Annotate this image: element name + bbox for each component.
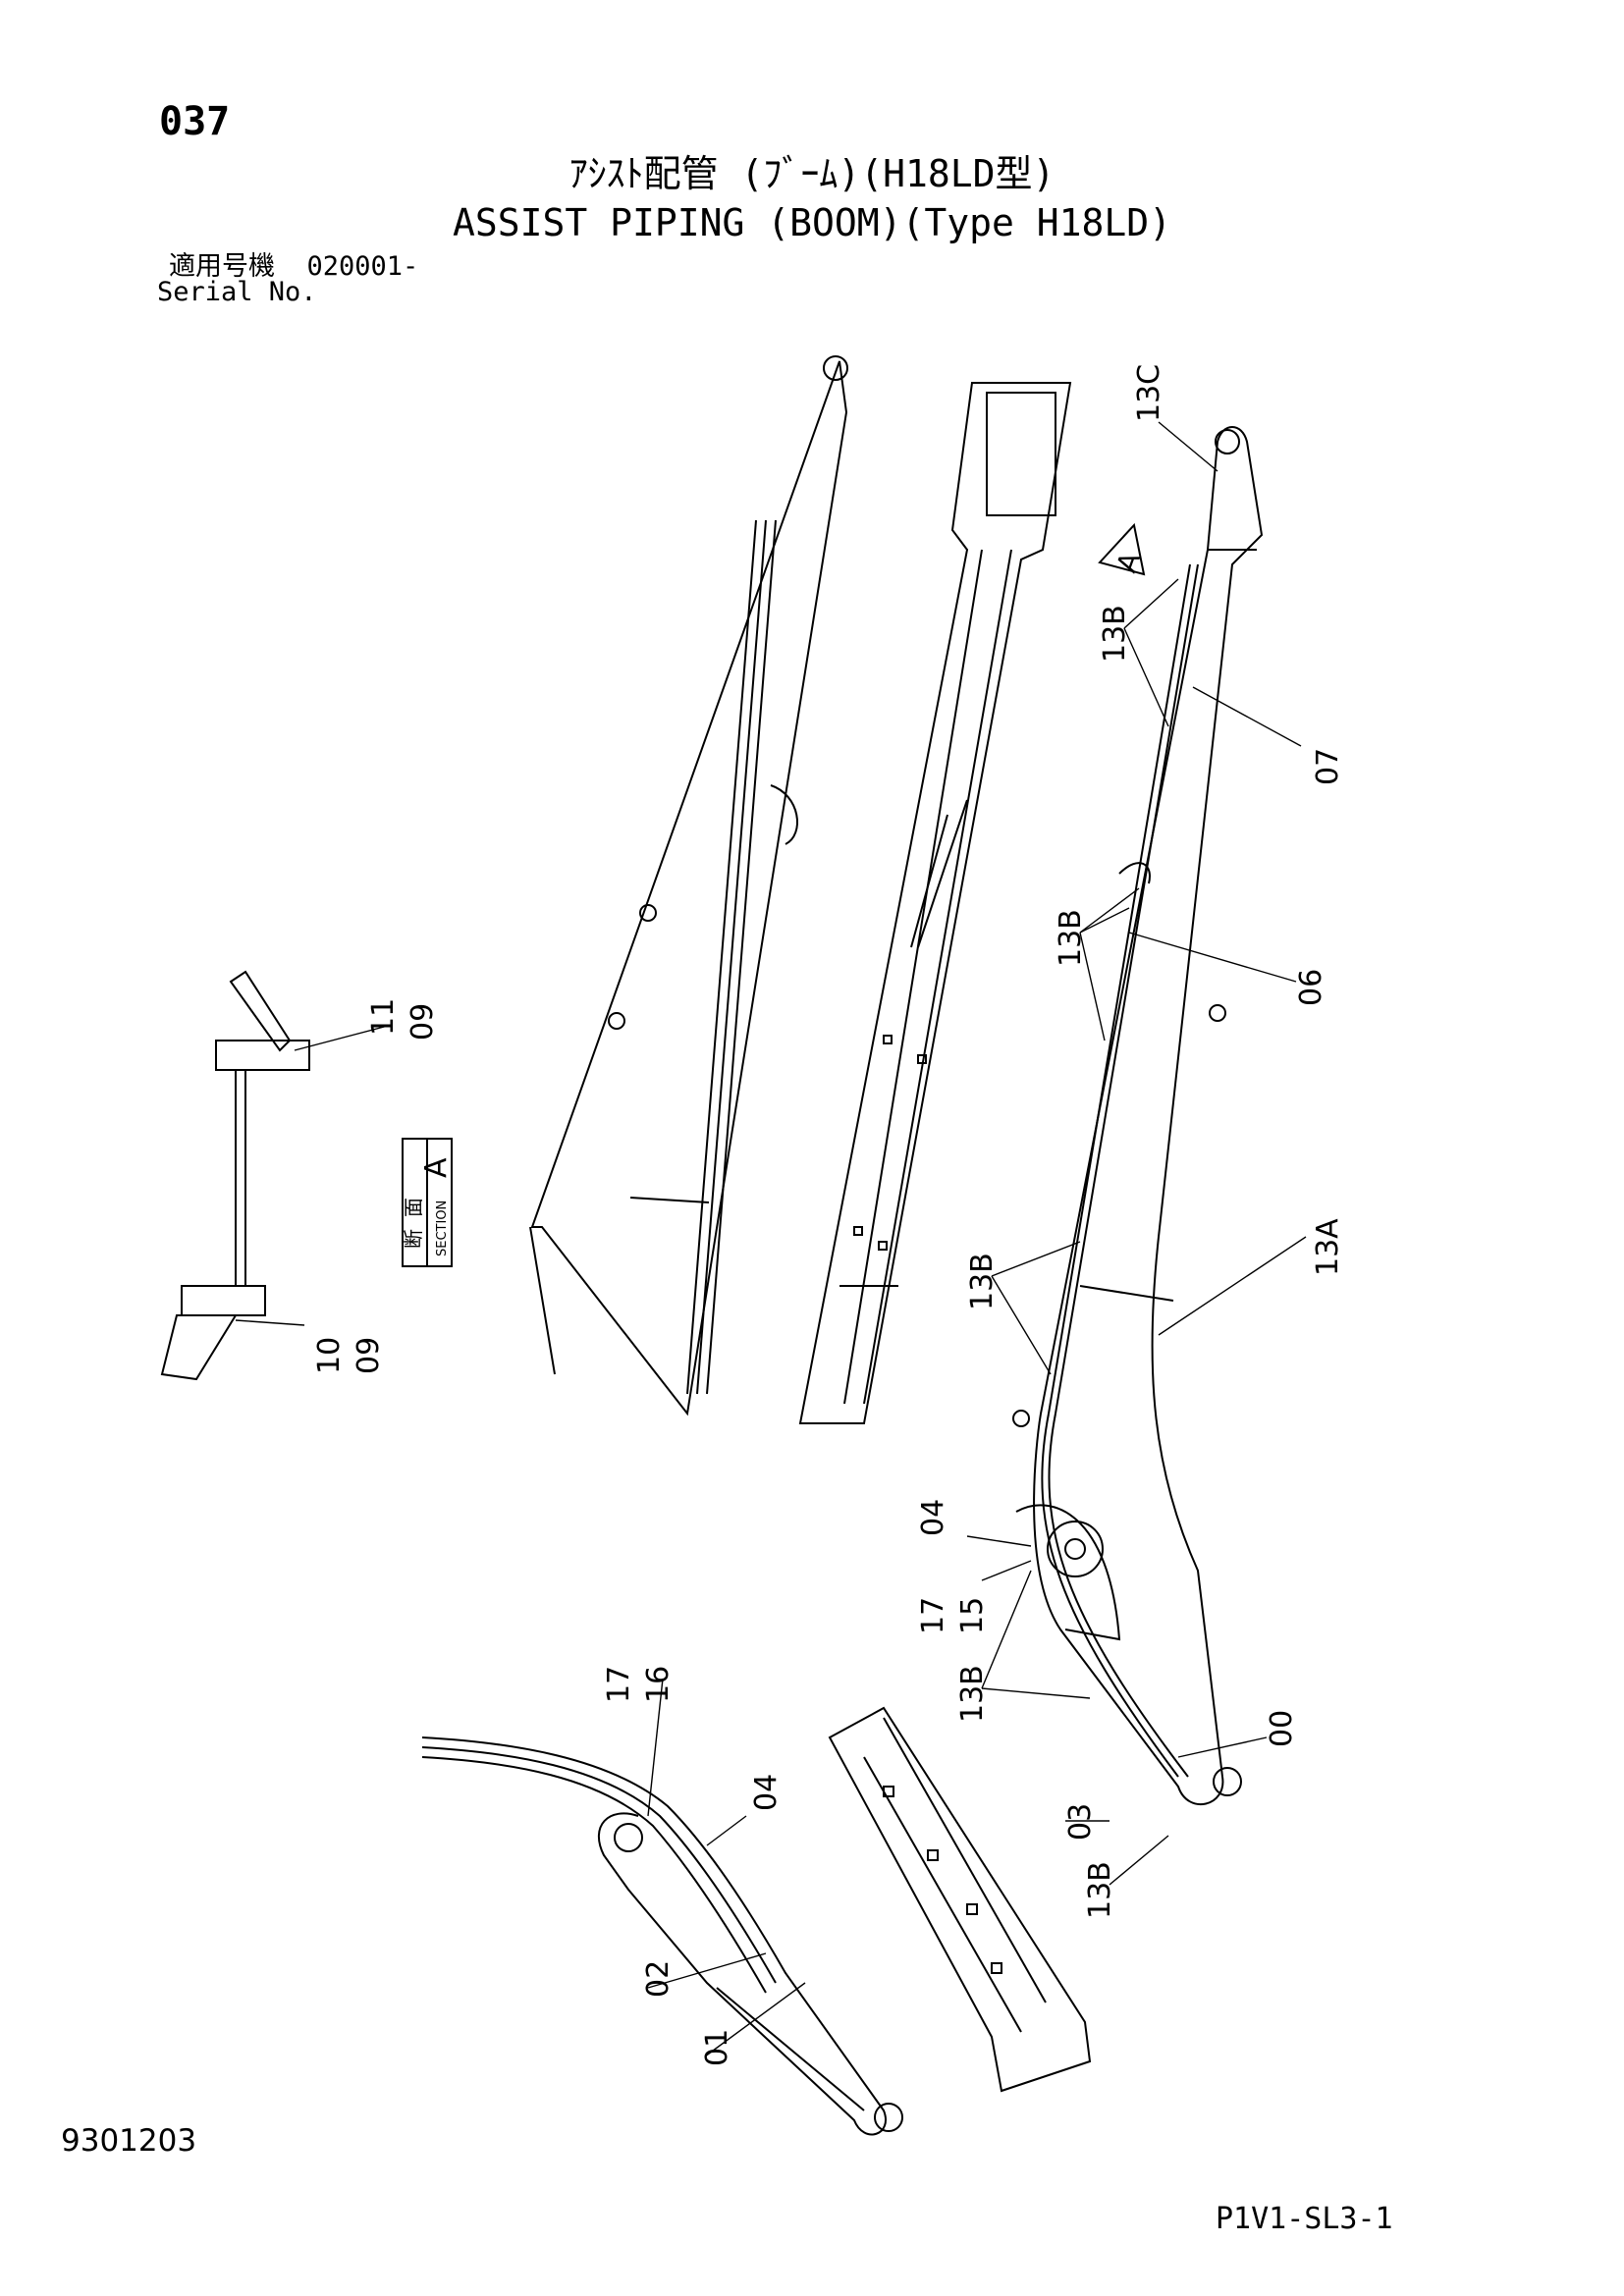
piping-detail-center [828, 1706, 1092, 2093]
boom-side-view-left [529, 355, 848, 1416]
footer-code-right: P1V1-SL3-1 [1216, 2202, 1393, 2236]
callout-13A: 13A [1311, 1218, 1345, 1276]
callout-06: 06 [1294, 969, 1328, 1006]
title-japanese: ｱｼｽﾄ配管 (ﾌﾞｰﾑ)(H18LD型) [568, 152, 1056, 195]
callout-17-15: 15 [955, 1597, 990, 1634]
boom-side-view-right [1012, 426, 1264, 1805]
callout-17-16: 16 [641, 1666, 676, 1703]
section-a-box [402, 1138, 453, 1267]
boom-top-pin-right [1215, 429, 1240, 454]
callout-13B-top: 13B [1098, 605, 1132, 663]
section-box-labels: 断 面 SECTION A [402, 1157, 454, 1256]
serial-label-en: Serial No. [157, 277, 317, 307]
serial-value: 020001- [306, 251, 419, 282]
section-label: SECTION [435, 1201, 450, 1256]
callout-04-left: 04 [749, 1774, 784, 1811]
boom-top-view-center [798, 382, 1072, 1424]
callout-07: 07 [1311, 748, 1345, 785]
title-english: ASSIST PIPING (BOOM)(Type H18LD) [452, 201, 1172, 244]
callout-11-09: 09 [406, 1003, 440, 1041]
boom-foot-boss [1047, 1521, 1104, 1577]
callout-13C: 13C [1132, 364, 1166, 422]
section-kanji-1: 断 [402, 1229, 425, 1249]
serial-label-jp: 適用号機 [169, 251, 275, 282]
callout-11: 11 [366, 998, 401, 1036]
callout-10: 10 [312, 1337, 347, 1374]
view-arrow-letter: A [1110, 548, 1148, 576]
page-number: 037 [159, 99, 231, 144]
footer-code-left: 9301203 [61, 2123, 197, 2159]
callout-04-right: 04 [916, 1499, 950, 1536]
callout-10-09: 09 [352, 1337, 386, 1374]
callout-13B-bottom: 13B [1083, 1861, 1117, 1919]
view-arrow-a [1098, 522, 1146, 576]
callout-02: 02 [641, 1960, 676, 1998]
callout-17: 17 [916, 1597, 950, 1634]
serial-applicable: 適用号機 020001- [169, 253, 418, 280]
section-letter: A [419, 1157, 454, 1178]
section-kanji-2: 面 [402, 1198, 425, 1217]
callout-17-left: 17 [602, 1666, 636, 1703]
callout-13B-bend: 13B [955, 1665, 990, 1723]
callout-01: 01 [700, 2029, 734, 2066]
callout-13B-mid: 13B [1054, 909, 1088, 967]
callout-13B-lower: 13B [965, 1253, 1000, 1310]
boom-foot-detail-left [421, 1736, 903, 2136]
boom-foot-pin [1213, 1767, 1242, 1796]
foot-pin-detail [614, 1823, 643, 1852]
callout-labels: 13C 13B 07 13B 06 11 09 10 09 13B 13A 04… [312, 364, 1345, 2066]
section-a-detail [160, 970, 310, 1381]
callout-03: 03 [1063, 1803, 1098, 1841]
leader-lines [235, 421, 1307, 2057]
callout-00: 00 [1265, 1710, 1299, 1747]
boom-top-pin-left [823, 355, 848, 381]
